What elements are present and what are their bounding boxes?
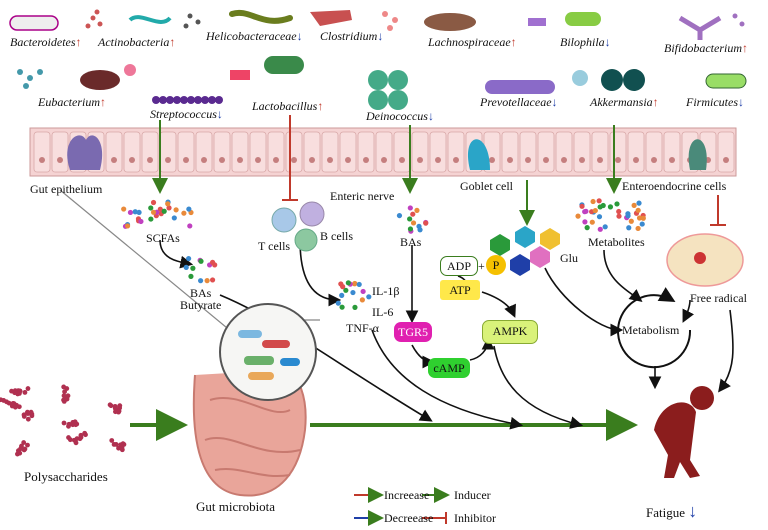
bacteria-label: Bacteroidetes↑ — [10, 35, 82, 49]
bacteria-label: Bilophila↓ — [560, 35, 611, 49]
gut-epithelium-label: Gut epithelium — [30, 182, 103, 196]
phosphate-node: P — [486, 255, 506, 275]
metabolism-cycle — [617, 287, 692, 369]
bacteria-label: Firmicutes↓ — [686, 95, 744, 109]
bas-label: BAs — [190, 286, 212, 300]
goblet-cell-label: Goblet cell — [460, 179, 513, 193]
bacteria-label: Lachnospiraceae↑ — [428, 35, 517, 49]
atp-node: ATP — [440, 280, 480, 300]
free-radical-label: Free radical — [690, 291, 747, 305]
metabolism-label: Metabolism — [622, 323, 680, 337]
legend-decrease: Decreease — [384, 511, 434, 525]
polysaccharides-label: Polysaccharides — [24, 469, 108, 484]
t-cells-label: T cells — [258, 239, 291, 253]
akkermansia-icon — [601, 69, 623, 91]
bilophila-icon — [565, 12, 601, 26]
eubacterium-icon — [80, 70, 120, 90]
t-cell-icon — [271, 207, 297, 233]
prevotellaceae-icon — [485, 80, 555, 94]
bacteria-label: Clostridium↓ — [320, 29, 384, 43]
lactobacillus-icon — [264, 56, 304, 74]
pathway-arrows — [159, 239, 734, 430]
butyrate-label: Butyrate — [180, 298, 222, 312]
enteroendocrine-label: Enteroendocrine cells — [622, 179, 727, 193]
fatigue-label: Fatigue ↓ — [646, 501, 698, 521]
bas-mid-label: BAs — [400, 235, 422, 249]
actinobacteria-icon — [128, 15, 172, 24]
bacteria-label: Prevotellaceae↓ — [480, 95, 558, 109]
bacteria-label: Bifidobacterium↑ — [664, 41, 748, 55]
metabolites-label: Metabolites — [588, 235, 645, 249]
clostridium-icon — [310, 10, 352, 26]
legend-increase: Increease — [384, 488, 430, 502]
scfas-label: SCFAs — [146, 231, 180, 245]
bacteroidetes-icon — [9, 15, 59, 31]
metabolite-hexagons — [490, 226, 560, 276]
helicobacter-icon — [229, 9, 293, 24]
tnfa-label: TNF-α — [346, 321, 379, 335]
bacteria-label: Deinococcus↓ — [366, 109, 434, 123]
gut-microbiota-label: Gut microbiota — [196, 499, 276, 514]
polysaccharide-network — [0, 384, 127, 457]
deinococcus-icon — [368, 70, 388, 90]
lachnospiraceae-icon — [424, 13, 476, 31]
b-cell-icon — [299, 201, 325, 227]
glu-label: Glu — [560, 251, 578, 265]
streptococcus-icon — [152, 96, 223, 104]
bacteria-label: Streptococcus↓ — [150, 107, 223, 121]
plus-label: + — [478, 259, 485, 273]
legend-marks — [354, 487, 450, 526]
adp-node: ADP — [440, 256, 478, 276]
il1b-label: IL-1β — [372, 284, 400, 298]
bacteria-label: Akkermansia↑ — [590, 95, 659, 109]
legend-inducer: Inducer — [454, 488, 491, 502]
bacteria-label: Eubacterium↑ — [38, 95, 106, 109]
bacteria-label: Actinobacteria↑ — [98, 35, 176, 49]
firmicutes-icon — [705, 73, 747, 89]
enteric-nerve-label: Enteric nerve — [330, 189, 395, 203]
fatigue-figure-icon — [654, 386, 714, 478]
camp-node: cAMP — [428, 358, 470, 378]
ampk-node: AMPK — [482, 320, 538, 344]
immune-cell-icon — [294, 228, 318, 252]
il6-label: IL-6 — [372, 305, 394, 319]
epithelium-band — [29, 127, 737, 177]
bifidobacterium-icon — [678, 15, 722, 40]
bacteria-label: Helicobacteraceae↓ — [206, 29, 303, 43]
inhibitor-lines — [282, 115, 726, 226]
legend-inhibitor: Inhibitor — [454, 511, 496, 525]
tgr5-node: TGR5 — [394, 322, 432, 342]
b-cells-label: B cells — [320, 229, 353, 243]
bacteria-label: Lactobacillus↑ — [252, 99, 324, 113]
bacteria-illustrations — [9, 9, 747, 110]
gut-illustration — [192, 303, 317, 497]
